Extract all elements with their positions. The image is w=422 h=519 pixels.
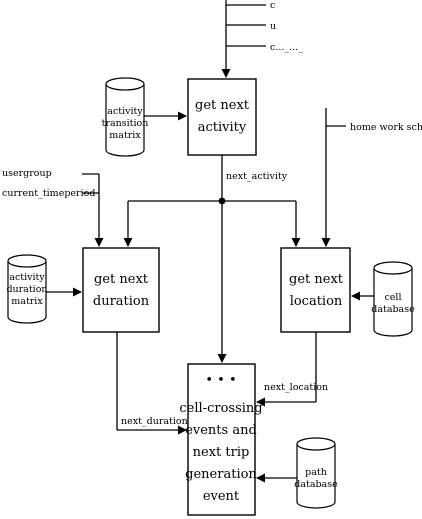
next-location-flow: next_location [256,332,328,407]
svg-text:event: event [203,489,240,504]
usergroup-inputs: usergroup current_timeperiod [2,168,104,247]
next-activity-flow: next_activity [123,155,301,363]
activity-duration-matrix-db: activity duration matrix [6,254,48,324]
svg-text:generation: generation [185,467,257,482]
svg-text:transition: transition [102,118,149,129]
next-duration-flow: next_duration [116,332,188,435]
svg-text:activity: activity [9,272,45,283]
get-next-duration-box: get next duration [82,247,160,333]
top-inputs: c u c..._..._ [221,0,303,78]
svg-text:get next: get next [94,272,149,287]
get-next-activity-box: get next activity [187,78,257,156]
get-next-location-box: get next location [280,247,351,333]
path-database-db: path database [294,437,338,509]
svg-text:database: database [294,479,338,490]
next-location-label: next_location [264,382,328,393]
svg-text:matrix: matrix [109,130,141,141]
svg-text:• • •: • • • [205,373,236,388]
svg-text:cell-crossing: cell-crossing [179,401,262,416]
next-activity-label: next_activity [226,171,288,182]
svg-text:cell: cell [384,292,401,303]
events-box: • • • cell-crossing events and next trip… [179,363,263,516]
svg-text:duration: duration [6,284,47,295]
next-duration-label: next_duration [121,416,188,427]
svg-text:activity: activity [107,106,143,117]
svg-text:duration: duration [93,294,150,309]
svg-text:matrix: matrix [11,296,43,307]
svg-text:database: database [371,304,415,315]
home-work-school-label: home work school [350,122,422,133]
usergroup-label: usergroup [2,168,52,179]
svg-text:location: location [290,294,343,309]
current-timeperiod-label: current_timeperiod [2,188,95,199]
svg-text:get next: get next [289,272,344,287]
svg-text:activity: activity [198,120,247,135]
cell-database-db: cell database [371,261,415,337]
svg-text:path: path [305,467,327,478]
top-input-1: c [270,0,275,11]
home-work-school-input: home work school [321,108,422,247]
svg-text:get next: get next [195,98,250,113]
svg-text:next trip: next trip [193,445,250,460]
top-input-2: u [270,21,276,32]
top-input-3: c..._..._ [270,42,303,53]
svg-text:events and: events and [185,423,257,438]
activity-transition-matrix-db: activity transition matrix [102,77,149,157]
